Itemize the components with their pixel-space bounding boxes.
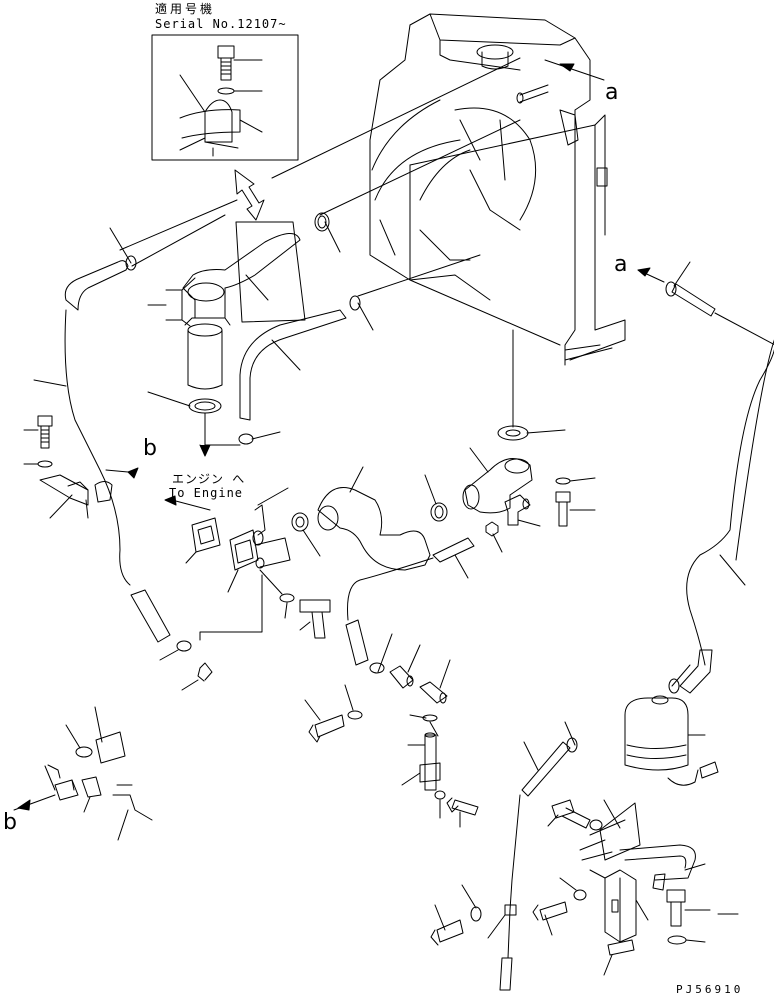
- right-overflow-hose: [638, 262, 774, 693]
- upper-hoses: [65, 120, 520, 456]
- inset-pointer-arrow: [120, 58, 520, 250]
- part-code-label: PJ56910: [676, 983, 744, 996]
- engine-note-japanese: エンジン へ: [172, 472, 246, 486]
- ref-a-upper-arrow: [545, 60, 604, 80]
- reference-a-lower: a: [614, 252, 628, 277]
- radiator-assembly: [370, 14, 625, 427]
- reference-b-lower: b: [3, 810, 17, 835]
- engine-note-english: To Engine: [169, 486, 244, 500]
- inset-serial-label: Serial No.12107~: [155, 17, 287, 31]
- reserve-tank-assembly: [431, 696, 738, 990]
- reference-a-upper: a: [605, 80, 619, 105]
- middle-drain-hose: [305, 538, 478, 827]
- inset-detail-box: [152, 35, 298, 160]
- engine-side-parts: [165, 426, 595, 638]
- reference-b-upper: b: [143, 436, 157, 461]
- left-hose-line: [24, 310, 262, 690]
- inset-applicability-label: 適用号機: [155, 2, 216, 16]
- lower-left-clip-detail: [14, 707, 152, 840]
